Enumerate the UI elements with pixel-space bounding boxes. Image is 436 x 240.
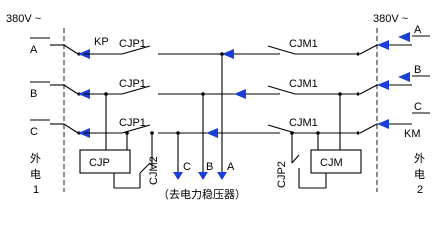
cjm-coil-circuit [290, 92, 362, 189]
cjp1-label-b: CJP1 [119, 78, 146, 90]
arrow-icon [234, 89, 246, 99]
cjm-coil-label: CJM [320, 157, 343, 169]
arrow-icon [377, 119, 389, 129]
cjm1-label-c: CJM1 [289, 117, 318, 129]
km-label: KM [404, 128, 421, 140]
arrow-icon [206, 128, 218, 138]
cjp-coil [79, 149, 131, 174]
arrow-icon [377, 40, 389, 50]
arrow-icon [222, 49, 234, 59]
output-caption: （去电力稳压器） [158, 187, 246, 201]
cjp1-label-c: CJP1 [119, 117, 146, 129]
source-right-char-2: 电 [414, 168, 425, 181]
cjp-coil-circuit [79, 92, 154, 189]
cjm2-label: CJM2 [148, 156, 160, 185]
cjm-coil [310, 149, 362, 174]
circuit-diagram: 380V ~ 380V ~ A B C A B C KP C [6, 13, 430, 201]
phase-a-label-left: A [30, 44, 38, 56]
cjm1-label-b: CJM1 [289, 78, 318, 90]
arrow-down-icon [173, 172, 183, 180]
phase-c-label-right: C [414, 101, 422, 113]
source-left-char-1: 外 [30, 152, 41, 165]
voltage-label-right: 380V ~ [373, 13, 408, 25]
kp-label: KP [94, 36, 109, 48]
row-a [50, 32, 412, 59]
voltage-label-left: 380V ~ [6, 13, 41, 25]
phase-a-label-right: A [414, 24, 422, 36]
arrow-down-icon [217, 172, 227, 180]
output-bus [173, 52, 227, 180]
source-left-char-3: 1 [33, 184, 39, 196]
phase-b-label-right: B [414, 64, 421, 76]
output-c-label: C [183, 161, 191, 173]
output-b-label: B [206, 161, 213, 173]
phase-b-label-left: B [30, 88, 37, 100]
source-right-char-3: 2 [417, 184, 423, 196]
row-c [50, 119, 412, 138]
cjp2-label: CJP2 [276, 161, 288, 188]
arrow-down-icon [198, 172, 208, 180]
cjp1-label-a: CJP1 [119, 38, 146, 50]
arrow-icon [398, 32, 410, 42]
row-b [50, 72, 412, 99]
source-right-char-1: 外 [414, 152, 425, 165]
source-left-char-2: 电 [30, 168, 41, 181]
phase-c-label-left: C [30, 126, 38, 138]
cjp-coil-label: CJP [89, 157, 110, 169]
output-a-label: A [227, 161, 235, 173]
arrow-icon [398, 72, 410, 82]
arrow-icon [377, 80, 389, 90]
cjm1-label-a: CJM1 [289, 38, 318, 50]
